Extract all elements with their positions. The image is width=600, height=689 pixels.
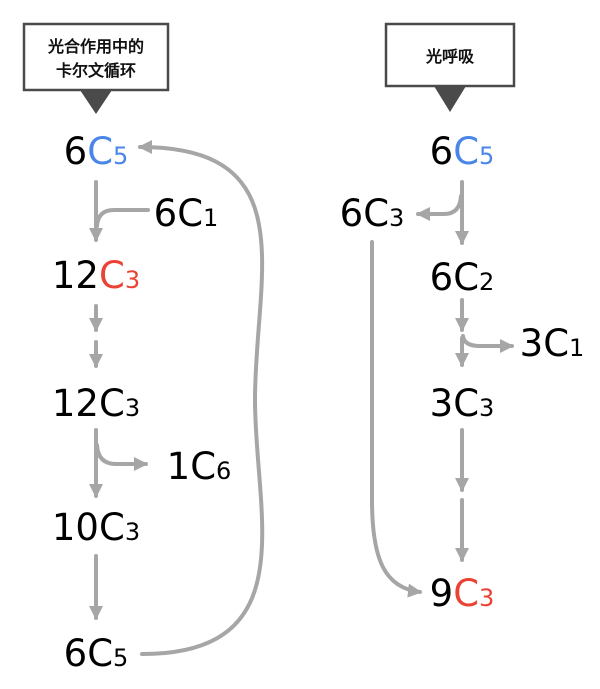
photo-node-6c3: 6C3: [340, 192, 405, 235]
calvin-label-pointer: [80, 90, 112, 114]
calvin-node-10c3: 10C3: [52, 506, 140, 549]
subscript: 5: [113, 644, 128, 672]
coef: 6: [430, 130, 454, 173]
calvin-node-pga: 12C3: [52, 254, 140, 297]
atom: C: [177, 192, 203, 235]
calvin-nodes: 6C5 6C1 12C3 12C3 1C6 10C3 6C5: [52, 130, 231, 675]
subscript: 6: [216, 457, 231, 485]
atom: C: [87, 130, 113, 173]
atom: C: [453, 256, 479, 299]
arrow-regeneration-loop: [138, 140, 265, 656]
subscript: 5: [113, 142, 128, 170]
subscript: 3: [389, 204, 404, 232]
coef: 6: [340, 192, 364, 235]
photo-node-6c2: 6C2: [430, 256, 495, 299]
subscript: 3: [479, 394, 494, 422]
calvin-node-g3p: 12C3: [52, 382, 140, 425]
subscript: 3: [479, 584, 494, 612]
atom: C: [99, 382, 125, 425]
photo-node-3c1: 3C1: [520, 322, 585, 365]
coef: 10: [52, 506, 99, 549]
photorespiration-label-text: 光呼吸: [425, 47, 475, 66]
atom: C: [363, 192, 389, 235]
photo-node-9c3: 9C3: [430, 572, 495, 615]
photorespiration-label-box: [384, 22, 516, 88]
calvin-node-ribulose: 6C5: [64, 130, 129, 173]
arrow-branch-c3: [416, 194, 463, 221]
coef: 6: [154, 192, 178, 235]
coef: 9: [430, 572, 454, 615]
subscript: 3: [125, 394, 140, 422]
atom: C: [543, 322, 569, 365]
atom: C: [99, 254, 125, 297]
subscript: 1: [569, 334, 584, 362]
calvin-node-sugar: 1C6: [167, 445, 232, 488]
coef: 1: [167, 445, 191, 488]
calvin-arrows: [89, 140, 265, 656]
subscript: 1: [203, 204, 218, 232]
calvin-label-line1: 光合作用中的: [47, 37, 144, 56]
atom: C: [99, 506, 125, 549]
photorespiration-label: 光呼吸: [384, 22, 516, 112]
calvin-label-box: [22, 22, 170, 92]
atom: C: [453, 130, 479, 173]
photo-node-ribulose: 6C5: [430, 130, 495, 173]
arrow-branch-c6: [95, 443, 148, 471]
coef: 3: [520, 322, 544, 365]
atom: C: [453, 572, 479, 615]
photorespiration-nodes: 6C5 6C3 6C2 3C1 3C3 9C3: [340, 130, 585, 615]
photorespiration-label-pointer: [434, 86, 466, 112]
subscript: 3: [125, 518, 140, 546]
calvin-cycle-label: 光合作用中的 卡尔文循环: [22, 22, 170, 114]
coef: 12: [52, 254, 99, 297]
atom: C: [453, 382, 479, 425]
coef: 6: [430, 256, 454, 299]
arrow-co2-merge: [95, 208, 150, 228]
coef: 6: [64, 130, 88, 173]
subscript: 3: [125, 266, 140, 294]
coef: 3: [430, 382, 454, 425]
subscript: 5: [479, 142, 494, 170]
arrow-c3-to-9c3: [370, 240, 422, 598]
coef: 6: [64, 632, 88, 675]
photorespiration-arrows: [370, 180, 514, 598]
calvin-node-regenerated: 6C5: [64, 632, 129, 675]
calvin-node-co2: 6C1: [154, 192, 219, 235]
atom: C: [87, 632, 113, 675]
atom: C: [190, 445, 216, 488]
subscript: 2: [479, 268, 494, 296]
coef: 12: [52, 382, 99, 425]
photo-node-3c3: 3C3: [430, 382, 495, 425]
calvin-label-line2: 卡尔文循环: [56, 61, 136, 80]
arrow-branch-c1: [461, 334, 514, 353]
